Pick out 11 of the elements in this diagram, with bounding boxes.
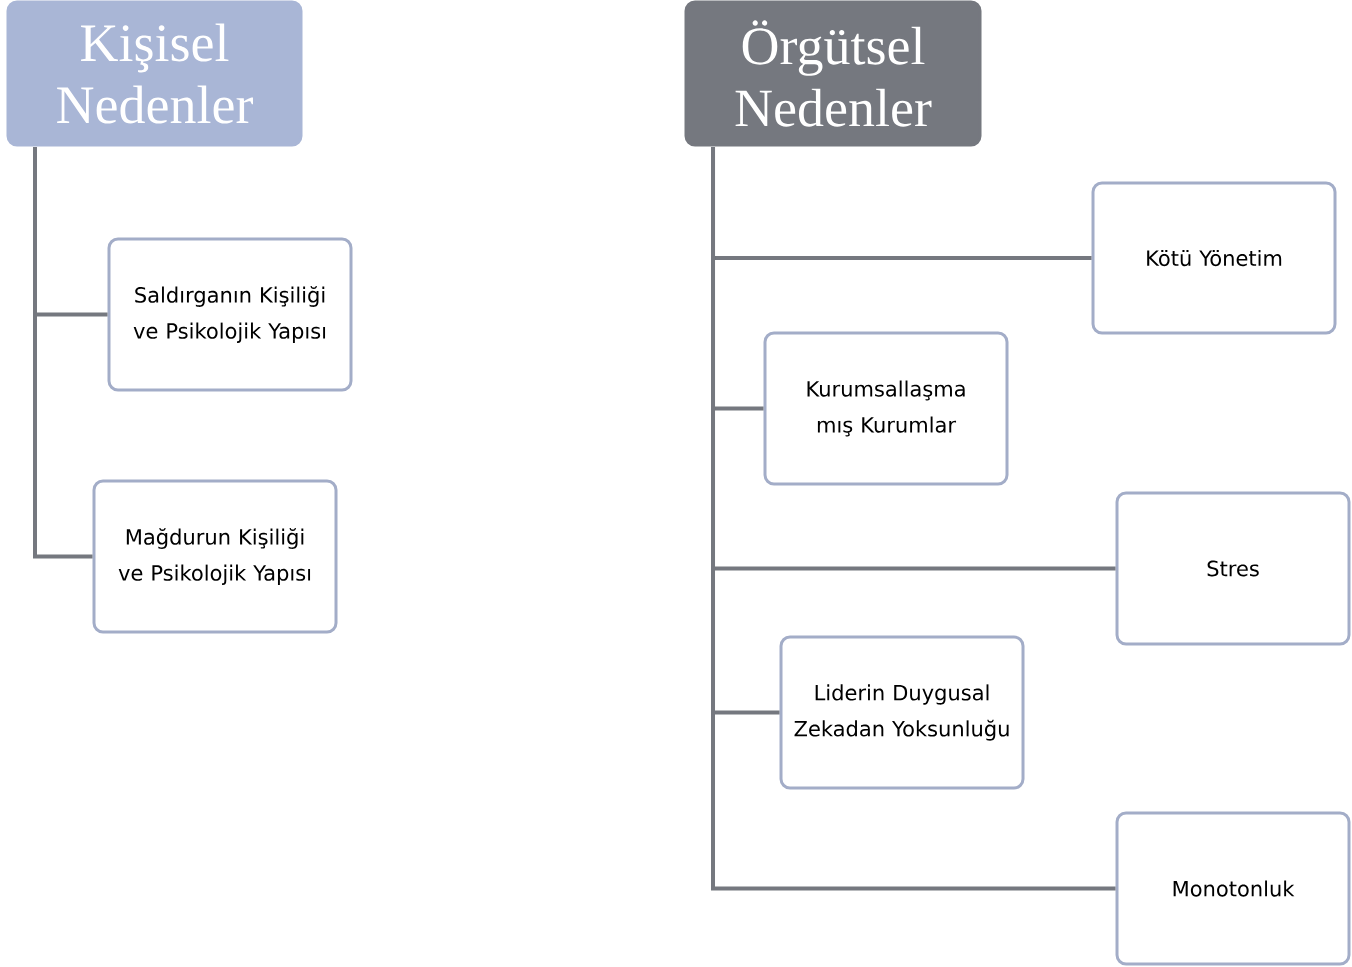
cause-box: Liderin Duygusal Zekadan Yoksunluğu [779,635,1025,790]
cause-box: Kurumsallaşma mış Kurumlar [763,331,1009,486]
cause-box: Saldırganın Kişiliği ve Psikolojik Yapısı [107,237,353,392]
cause-box: Monotonluk [1115,811,1351,966]
heading-box: Kişisel Nedenler [6,0,303,147]
connector-line [33,147,93,559]
cause-box: Stres [1115,491,1351,646]
connector-line [711,147,1116,891]
cause-box: Kötü Yönetim [1091,181,1337,335]
heading-box: Örgütsel Nedenler [684,0,982,147]
cause-box: Mağdurun Kişiliği ve Psikolojik Yapısı [92,479,338,634]
